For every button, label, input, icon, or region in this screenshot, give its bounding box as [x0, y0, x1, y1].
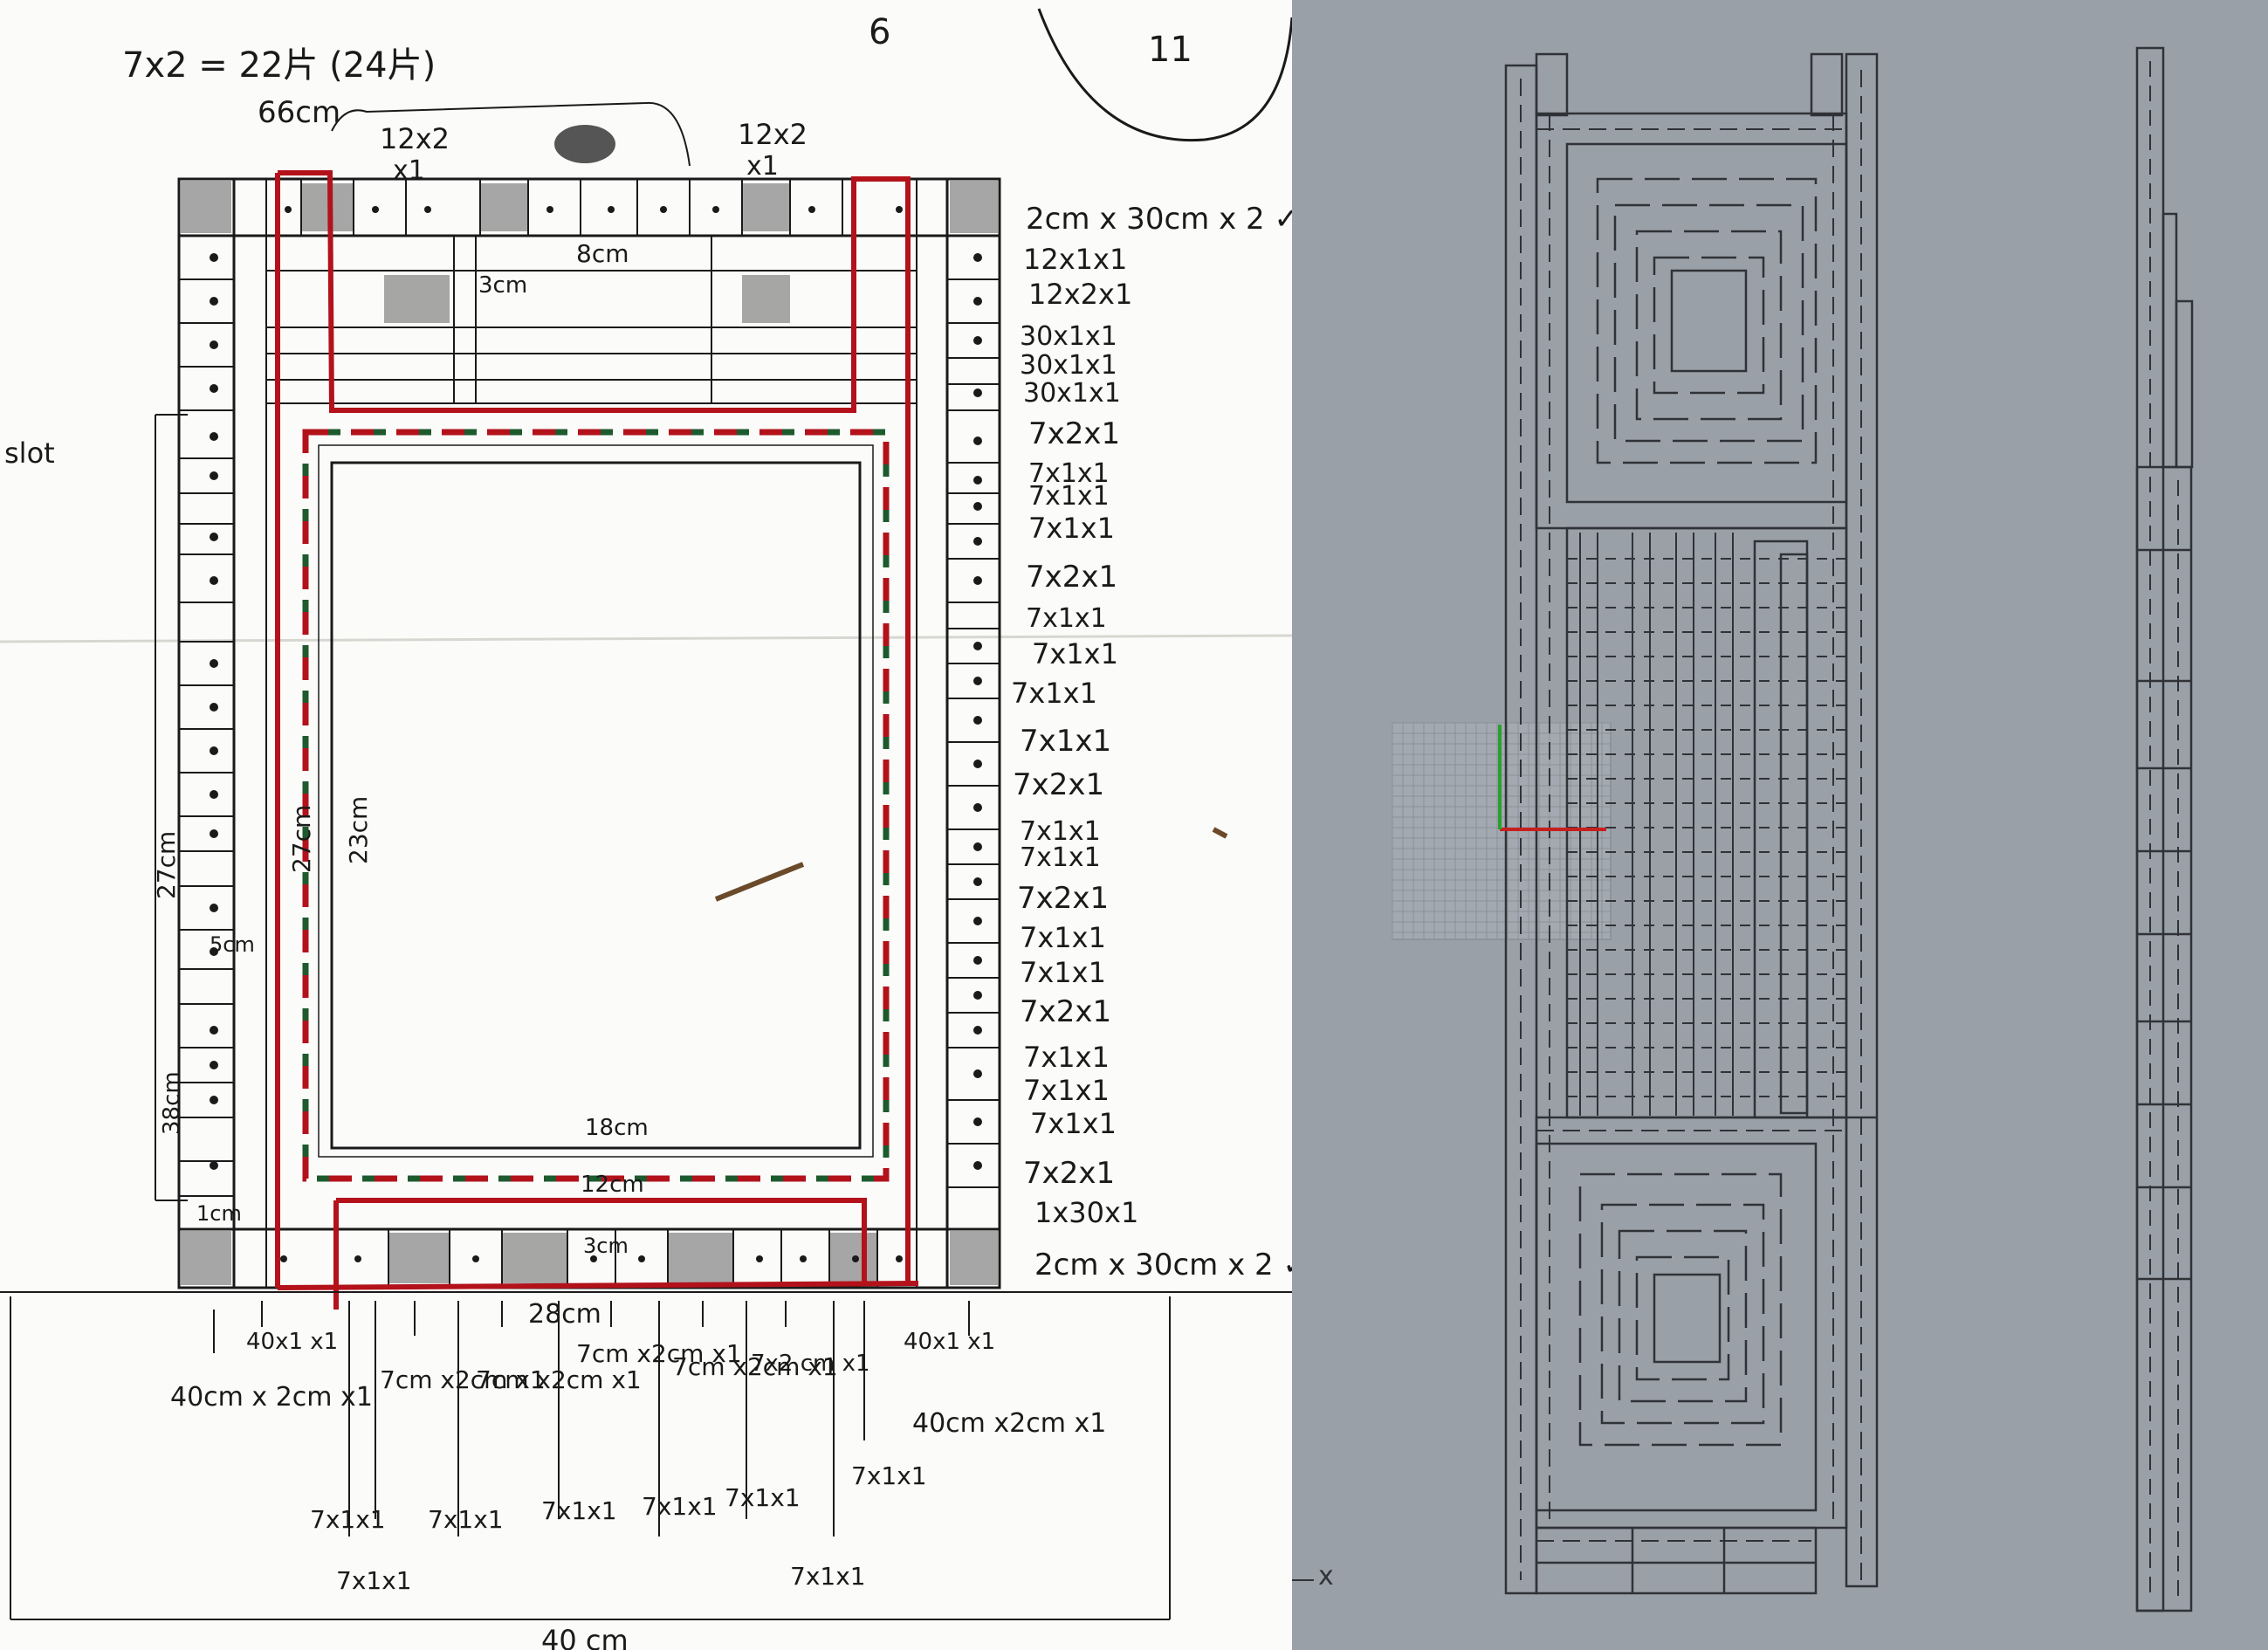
label-3cm-bottom: 3cm — [583, 1234, 629, 1258]
inner-panel — [330, 461, 862, 1150]
right-label: 7x1x1 — [1020, 842, 1101, 873]
right-label: 30x1x1 — [1020, 350, 1117, 381]
right-label: 12x2x1 — [1028, 278, 1132, 311]
right-label: 30x1x1 — [1020, 321, 1117, 352]
label-top-12x2-left: 12x2 — [380, 122, 450, 155]
bottom-label: 40cm x 2cm x1 — [170, 1382, 373, 1413]
bottom-label: 7cm x2cm x1 — [476, 1365, 642, 1394]
bottom-label: 7x2 cm x1 — [751, 1351, 870, 1377]
left-column-cells — [179, 278, 234, 1197]
cplane-axes-icon — [1498, 725, 1606, 831]
right-label: 7x1x1 — [1011, 677, 1097, 710]
bottom-ticks — [213, 1301, 970, 1537]
band-top — [177, 177, 1001, 237]
right-label: 7x2x1 — [1026, 560, 1117, 595]
label-top-x1-right: x1 — [746, 151, 779, 182]
bottom-label: 7x1x1 — [336, 1566, 412, 1595]
right-label: 7x1x1 — [1030, 1107, 1117, 1140]
bottom-label: 7x1x1 — [725, 1483, 801, 1512]
right-label: 7x1x1 — [1020, 956, 1106, 989]
right-labels: 2cm x 30cm x 2 ✓ 12x1x1 12x2x1 30x1x1 30… — [1011, 202, 1308, 1282]
bottom-label: 7cm x2cm x1 — [380, 1365, 546, 1394]
bottom-label: 40x1 x1 — [904, 1329, 995, 1355]
bottom-labels: 40x1 x1 40cm x 2cm x1 7cm x2cm x1 7cm x2… — [170, 1329, 1106, 1595]
right-label: 7x2x1 — [1028, 416, 1120, 451]
louver-slats — [1567, 533, 1846, 1116]
bottom-label: 40cm x2cm x1 — [912, 1408, 1106, 1439]
label-inner-27cm: 27cm — [287, 805, 316, 873]
right-label: 7x2x1 — [1013, 767, 1104, 802]
label-3cm: 3cm — [478, 272, 527, 299]
note-top-page6: 6 — [869, 12, 890, 52]
band-top-cells — [300, 179, 843, 236]
right-label: 2cm x 30cm x 2 ✓ — [1026, 202, 1299, 237]
right-label: 1x30x1 — [1034, 1196, 1138, 1229]
label-38cm: 38cm — [159, 1071, 185, 1135]
right-label: 7x2x1 — [1017, 881, 1109, 916]
label-5cm: 5cm — [210, 932, 255, 957]
bottom-label: 7cm x2cm x1 — [576, 1339, 742, 1368]
label-12cm: 12cm — [581, 1172, 644, 1198]
right-label: 7x1x1 — [1028, 481, 1110, 512]
bottom-label: 40x1 x1 — [246, 1329, 338, 1355]
bottom-label: 7x1x1 — [790, 1562, 866, 1591]
scribble-mark — [554, 125, 615, 163]
world-axis-label: x — [1318, 1561, 1334, 1592]
label-27cm-left: 27cm — [152, 831, 181, 899]
label-top-x1-left: x1 — [393, 155, 425, 186]
side-hidden-lines — [2149, 61, 2179, 1598]
nail-dots — [210, 206, 982, 1262]
right-label: 7x1x1 — [1023, 1074, 1110, 1107]
right-label: 7x1x1 — [1020, 816, 1101, 847]
right-label: 7x1x1 — [1020, 724, 1111, 759]
right-label: 7x1x1 — [1026, 603, 1107, 634]
hatch-blocks — [181, 181, 998, 1285]
red-frame — [275, 170, 919, 1310]
right-label: 7x1x1 — [1028, 458, 1110, 489]
bottom-label: 7cm x2cm x1 — [672, 1352, 838, 1381]
bottom-label: 7x1x1 — [642, 1492, 718, 1521]
label-66cm: 66cm — [258, 95, 340, 130]
label-inner-23cm: 23cm — [344, 796, 373, 864]
label-slot: slot — [4, 437, 55, 470]
brace-top — [331, 101, 691, 167]
dimension-lines-left — [0, 414, 1292, 1620]
right-label: 7x2x1 — [1023, 1156, 1115, 1191]
bottom-label: 7x1x1 — [851, 1461, 927, 1490]
bottom-label: 7x1x1 — [428, 1505, 504, 1534]
arc-sketch — [1037, 8, 1294, 142]
right-label: 7x1x1 — [1020, 921, 1106, 954]
label-top-12x2-right: 12x2 — [738, 118, 808, 151]
note-top-page11: 11 — [1148, 30, 1192, 70]
right-label: 7x1x1 — [1032, 637, 1118, 670]
bottom-label: 7x1x1 — [541, 1496, 617, 1525]
right-label: 12x1x1 — [1023, 243, 1127, 276]
bottom-label: 7x1x1 — [310, 1505, 386, 1534]
right-label: 2cm x 30cm x 2 ✓ — [1034, 1248, 1308, 1282]
note-top-left: 7x2 = 22片 (24片) — [122, 45, 436, 86]
right-column-cells — [947, 235, 1000, 1188]
upper-rows — [266, 236, 917, 404]
cad-viewport[interactable]: x — [1292, 0, 2268, 1650]
label-28cm: 28cm — [528, 1299, 601, 1330]
label-18cm: 18cm — [585, 1115, 649, 1141]
right-label: 7x1x1 — [1023, 1041, 1110, 1074]
label-1cm: 1cm — [196, 1201, 242, 1226]
right-label: 30x1x1 — [1023, 378, 1121, 409]
right-label: 7x1x1 — [1028, 512, 1115, 545]
right-label: 7x2x1 — [1020, 994, 1111, 1029]
label-40cm-bottom: 40 cm — [541, 1624, 629, 1650]
inner-dashed-frame — [302, 429, 890, 1182]
label-8cm: 8cm — [576, 239, 629, 268]
side-elevation — [2135, 46, 2194, 1612]
paper-sketch: 7x2 = 22片 (24片) 6 11 66cm 12x2 x1 12x2 x… — [0, 8, 1308, 1650]
